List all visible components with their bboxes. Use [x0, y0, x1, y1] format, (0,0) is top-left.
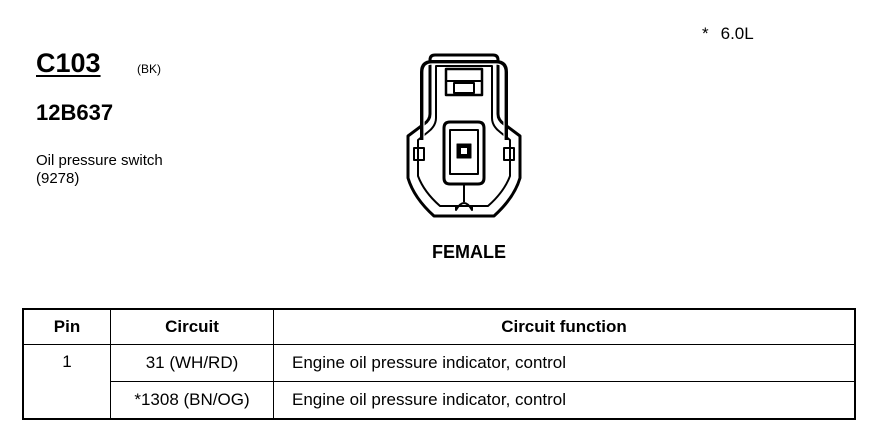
- circuit-cell: 31 (WH/RD): [110, 344, 274, 382]
- engine-note: * 6.0L: [702, 24, 754, 44]
- engine-note-text: 6.0L: [720, 24, 754, 43]
- latch-loop: [420, 60, 508, 140]
- left-clip: [413, 147, 425, 161]
- pin-cell: 1: [22, 344, 111, 420]
- right-clip: [503, 147, 515, 161]
- connector-face-diagram: [406, 53, 522, 218]
- pin-cavity: [442, 120, 486, 186]
- key-notch: [455, 202, 473, 211]
- table-header-row: Pin Circuit Circuit function: [22, 308, 856, 345]
- circuit-cell: *1308 (BN/OG): [110, 381, 274, 420]
- header-circuit: Circuit: [110, 308, 274, 345]
- description-line-2: (9278): [36, 170, 80, 187]
- connector-color: (BK): [137, 62, 161, 76]
- pinout-table: Pin Circuit Circuit function 1 31 (WH/RD…: [22, 308, 856, 420]
- connector-housing-outline: [406, 53, 522, 218]
- function-cell: Engine oil pressure indicator, control: [273, 344, 856, 382]
- connector-gender: FEMALE: [432, 242, 506, 262]
- header-circuit-function: Circuit function: [273, 308, 856, 345]
- description-line-1: Oil pressure switch: [36, 152, 163, 169]
- table-row: 1 31 (WH/RD) Engine oil pressure indicat…: [22, 344, 856, 420]
- table-row: *1308 (BN/OG) Engine oil pressure indica…: [23, 381, 856, 420]
- header-pin: Pin: [22, 308, 111, 345]
- connector-description: Oil pressure switch (9278): [36, 152, 163, 188]
- engine-note-marker: *: [702, 24, 709, 43]
- part-number: 12B637: [36, 100, 114, 125]
- connector-id: C103: [36, 48, 101, 78]
- function-cell: Engine oil pressure indicator, control: [273, 381, 856, 420]
- connector-inner-outline: [417, 65, 511, 207]
